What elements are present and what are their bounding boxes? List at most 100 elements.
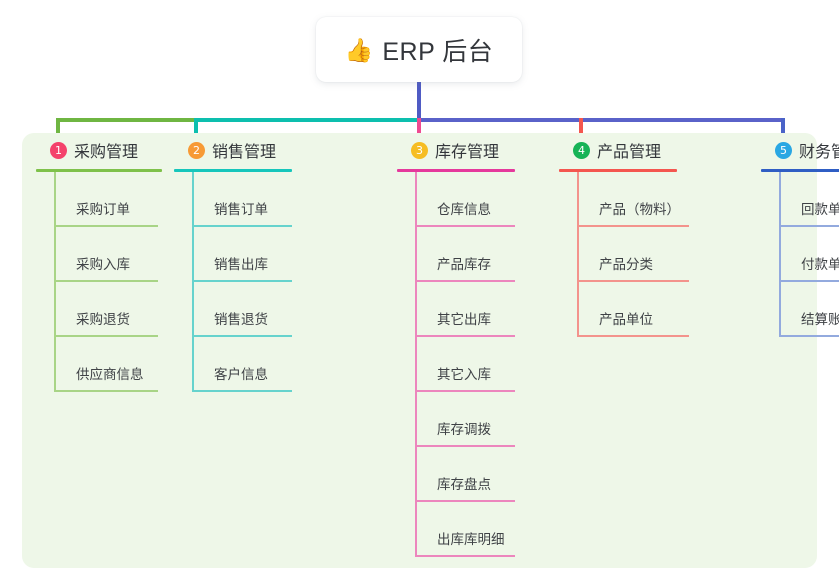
column-header-2[interactable]: 2 销售管理: [174, 133, 292, 167]
leaf-item-rule: [577, 225, 689, 227]
column-items: 仓库信息产品库存其它出库其它入库库存调拨库存盘点出库库明细: [415, 172, 515, 557]
branch-column-4: 4 产品管理产品（物料） 产品分类产品单位: [559, 133, 689, 337]
leaf-item-rule: [415, 445, 515, 447]
leaf-item[interactable]: 销售退货: [192, 282, 292, 337]
column-rule: [174, 169, 292, 172]
column-items: 产品（物料） 产品分类产品单位: [577, 172, 689, 337]
leaf-item-label: 销售退货: [214, 312, 268, 327]
column-title: 产品管理: [597, 144, 662, 161]
leaf-item[interactable]: 其它出库: [415, 282, 515, 337]
leaf-item-rule: [54, 335, 158, 337]
leaf-item[interactable]: 库存盘点: [415, 447, 515, 502]
leaf-item-rule: [192, 225, 292, 227]
leaf-item-rule: [415, 555, 515, 557]
leaf-item-label: 供应商信息: [76, 367, 144, 382]
leaf-item-rule: [577, 280, 689, 282]
leaf-item-rule: [779, 225, 839, 227]
leaf-item-rule: [415, 335, 515, 337]
column-title: 财务管理: [799, 144, 839, 161]
leaf-item-rule: [192, 335, 292, 337]
leaf-item-label: 其它出库: [437, 312, 491, 327]
leaf-item-rule: [415, 500, 515, 502]
leaf-item-label: 仓库信息: [437, 202, 491, 217]
leaf-item[interactable]: 产品单位: [577, 282, 689, 337]
column-badge-4: 4: [573, 141, 590, 159]
column-header-3[interactable]: 3 库存管理: [397, 133, 515, 167]
column-title: 采购管理: [74, 144, 139, 161]
column-title: 库存管理: [435, 144, 500, 161]
column-rail: [192, 172, 194, 392]
leaf-item-label: 库存盘点: [437, 477, 491, 492]
root-title: ERP 后台: [382, 37, 494, 66]
column-items: 回款单付款单结算账户: [779, 172, 839, 337]
leaf-item[interactable]: 采购退货: [54, 282, 162, 337]
leaf-item-rule: [415, 390, 515, 392]
column-rail: [415, 172, 417, 557]
column-header-1[interactable]: 1 采购管理: [36, 133, 162, 167]
leaf-item-label: 其它入库: [437, 367, 491, 382]
leaf-item-rule: [779, 280, 839, 282]
leaf-item-label: 产品分类: [599, 257, 653, 272]
branch-column-2: 2 销售管理销售订单销售出库销售退货客户信息: [174, 133, 292, 392]
leaf-item-rule: [415, 280, 515, 282]
leaf-item[interactable]: 出库库明细: [415, 502, 515, 557]
leaf-item-rule: [54, 225, 158, 227]
leaf-item[interactable]: 采购订单: [54, 172, 162, 227]
leaf-item-label: 产品（物料）: [599, 202, 680, 217]
leaf-item-label: 销售订单: [214, 202, 268, 217]
leaf-item[interactable]: 产品库存: [415, 227, 515, 282]
leaf-item-rule: [577, 335, 689, 337]
column-rule: [36, 169, 162, 172]
leaf-item-label: 销售出库: [214, 257, 268, 272]
leaf-item-label: 结算账户: [801, 312, 839, 327]
root-node[interactable]: 👍 ERP 后台: [316, 17, 522, 82]
leaf-item-label: 付款单: [801, 257, 839, 272]
leaf-item-rule: [415, 225, 515, 227]
column-rule: [397, 169, 515, 172]
column-header-5[interactable]: 5 财务管理: [761, 133, 839, 167]
leaf-item-label: 库存调拨: [437, 422, 491, 437]
column-items: 采购订单采购入库采购退货供应商信息: [54, 172, 162, 392]
diagram-panel: 1 采购管理采购订单采购入库采购退货供应商信息 2 销售管理销售订单销售出库销售退货客…: [22, 133, 839, 568]
leaf-item[interactable]: 销售订单: [192, 172, 292, 227]
leaf-item[interactable]: 仓库信息: [415, 172, 515, 227]
leaf-item[interactable]: 付款单: [779, 227, 839, 282]
leaf-item[interactable]: 供应商信息: [54, 337, 162, 392]
column-title: 销售管理: [212, 144, 277, 161]
leaf-item[interactable]: 销售出库: [192, 227, 292, 282]
leaf-item-rule: [192, 390, 292, 392]
leaf-item[interactable]: 产品（物料）: [577, 172, 689, 227]
column-rail: [577, 172, 579, 337]
leaf-item-label: 出库库明细: [437, 532, 505, 547]
leaf-item[interactable]: 其它入库: [415, 337, 515, 392]
column-items: 销售订单销售出库销售退货客户信息: [192, 172, 292, 392]
column-rail: [779, 172, 781, 337]
column-badge-3: 3: [411, 141, 428, 159]
branch-column-5: 5 财务管理回款单付款单结算账户: [761, 133, 839, 337]
column-badge-1: 1: [50, 141, 67, 159]
leaf-item-rule: [54, 280, 158, 282]
leaf-item[interactable]: 客户信息: [192, 337, 292, 392]
leaf-item-label: 回款单: [801, 202, 839, 217]
leaf-item[interactable]: 库存调拨: [415, 392, 515, 447]
column-badge-2: 2: [188, 141, 205, 159]
leaf-item-rule: [192, 280, 292, 282]
leaf-item-label: 产品单位: [599, 312, 653, 327]
branch-column-3: 3 库存管理仓库信息产品库存其它出库其它入库库存调拨库存盘点出库库明细: [397, 133, 515, 557]
leaf-item[interactable]: 产品分类: [577, 227, 689, 282]
column-badge-5: 5: [775, 141, 792, 159]
leaf-item[interactable]: 结算账户: [779, 282, 839, 337]
leaf-item-rule: [779, 335, 839, 337]
leaf-item-rule: [54, 390, 158, 392]
thumbs-up-icon: 👍: [344, 37, 374, 63]
leaf-item[interactable]: 回款单: [779, 172, 839, 227]
leaf-item-label: 采购入库: [76, 257, 130, 272]
leaf-item-label: 客户信息: [214, 367, 268, 382]
column-header-4[interactable]: 4 产品管理: [559, 133, 677, 167]
column-rule: [761, 169, 839, 172]
branch-column-1: 1 采购管理采购订单采购入库采购退货供应商信息: [36, 133, 162, 392]
leaf-item-label: 采购退货: [76, 312, 130, 327]
leaf-item-label: 产品库存: [437, 257, 491, 272]
column-rail: [54, 172, 56, 392]
leaf-item[interactable]: 采购入库: [54, 227, 162, 282]
